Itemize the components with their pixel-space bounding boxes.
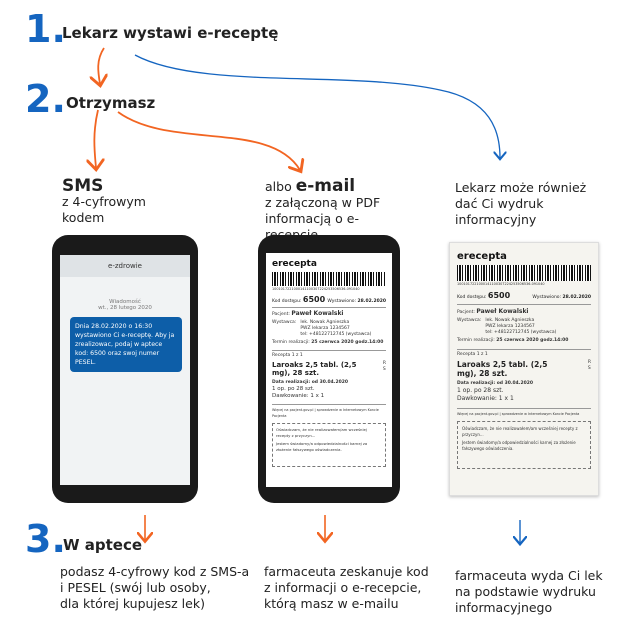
email-flag: R bbox=[382, 361, 386, 366]
email-screen: erecepta 1001017221000141100307224253506… bbox=[266, 253, 392, 487]
email-issuer-line: lek. Nowak Agnieszka bbox=[300, 320, 350, 325]
email-deadline: 25 czerwca 2020 godz.14:00 bbox=[311, 340, 384, 345]
print-issued-label: Wystawiono: bbox=[532, 295, 562, 300]
step1-label: Lekarz wystawi e-receptę bbox=[62, 24, 279, 42]
email-issuer-line: tel: +48122712745 (wystawca) bbox=[300, 332, 372, 337]
email-issued-label: Wystawiono: bbox=[327, 299, 357, 304]
print-flag: R bbox=[587, 360, 591, 365]
print-box-text: Oświadczam, że nie realizowałem/am wcześ… bbox=[462, 426, 578, 437]
print-dosage: Dawkowanie: 1 x 1 bbox=[457, 395, 514, 402]
email-title-prefix: albo bbox=[265, 179, 296, 194]
email-patient-name: Paweł Kowalski bbox=[291, 310, 344, 317]
print-flag: S bbox=[587, 366, 591, 371]
email-patient-label: Pacjent: bbox=[272, 312, 290, 317]
bottom-text-email: farmaceuta zeskanuje kod z informacji o … bbox=[264, 564, 434, 612]
sms-meta-date: wt., 28 lutego 2020 bbox=[98, 305, 152, 311]
print-realization: Data realizacji: od 30.04.2020 bbox=[457, 381, 534, 386]
print-drug: Laroaks 2,5 tabl. (2,5 mg), 28 szt. bbox=[457, 360, 548, 378]
bottom-email-line: którą masz w e-mailu bbox=[264, 596, 399, 611]
email-code-label: Kod dostępu: bbox=[272, 299, 302, 304]
sms-title-rest: z 4-cyfrowym kodem bbox=[62, 194, 146, 225]
print-deadline: 25 czerwca 2020 godz.14:00 bbox=[496, 338, 569, 343]
print-patient-name: Paweł Kowalski bbox=[476, 308, 529, 315]
sms-column-title: SMS z 4-cyfrowym kodem bbox=[62, 178, 192, 226]
print-footer-note: Więcej na pacjent.gov.pl | sprawdzenie w… bbox=[457, 412, 580, 416]
email-dosage: Dawkowanie: 1 x 1 bbox=[272, 393, 325, 399]
sms-phone: e-zdrowie Wiadomość wt., 28 lutego 2020 … bbox=[52, 235, 198, 503]
sms-message-bubble: Dnia 28.02.2020 o 16:30 wystawiono Ci e-… bbox=[70, 317, 182, 372]
email-footer-note: Więcej na pacjent.gov.pl | sprawdzenie w… bbox=[272, 408, 379, 418]
bottom-sms-line: dla której kupujesz lek) bbox=[60, 596, 205, 611]
sms-screen: e-zdrowie Wiadomość wt., 28 lutego 2020 … bbox=[60, 255, 190, 485]
email-drug: Laroaks 2,5 tabl. (2,5 mg), 28 szt. bbox=[272, 361, 357, 377]
email-deadline-label: Termin realizacji: bbox=[272, 340, 310, 345]
print-logo: erecepta bbox=[457, 251, 507, 262]
print-patient-label: Pacjent: bbox=[457, 310, 475, 315]
print-barcode bbox=[457, 265, 591, 281]
step3-label: W aptece bbox=[63, 536, 143, 554]
email-issued-date: 28.02.2020 bbox=[357, 299, 386, 304]
bottom-sms-line: podasz 4-cyfrowy kod z SMS-a bbox=[60, 564, 250, 579]
print-pack: 1 op. po 28 szt. bbox=[457, 387, 504, 394]
print-code-row: Kod dostępu: 6500 Wystawiono: 28.02.2020 bbox=[457, 291, 591, 300]
bottom-text-print: farmaceuta wyda Ci lek na podstawie wydr… bbox=[455, 568, 615, 616]
sms-meta-label: Wiadomość bbox=[109, 299, 141, 305]
printed-sheet: erecepta 1001017221000141100307224253506… bbox=[449, 242, 599, 496]
email-issuer-label: Wystawca: bbox=[272, 320, 297, 325]
email-box-text: Oświadczam, że nie realizowałem/am wcześ… bbox=[276, 427, 367, 438]
email-flag: S bbox=[382, 367, 386, 372]
sms-header: e-zdrowie bbox=[60, 255, 190, 277]
email-phone: erecepta 1001017221000141100307224253506… bbox=[258, 235, 400, 503]
bottom-sms-line: i PESEL (swój lub osoby, bbox=[60, 580, 211, 595]
arrow-step1-to-step2 bbox=[98, 47, 104, 84]
arrow-to-email bbox=[117, 111, 300, 170]
bottom-text-sms: podasz 4-cyfrowy kod z SMS-a i PESEL (sw… bbox=[60, 564, 250, 612]
print-issuer-line: tel: +48122712745 (wystawca) bbox=[485, 330, 557, 335]
bottom-email-line: farmaceuta zeskanuje kod bbox=[264, 564, 429, 579]
step2-label: Otrzymasz bbox=[66, 94, 156, 112]
bottom-email-line: z informacji o e-recepcie, bbox=[264, 580, 422, 595]
arrow-to-print bbox=[134, 54, 500, 158]
email-realization: Data realizacji: od 30.04.2020 bbox=[272, 380, 349, 385]
print-issuer-line: PWZ lekarza 1234567 bbox=[485, 324, 535, 329]
print-issued-date: 28.02.2020 bbox=[562, 295, 591, 300]
email-code: 6500 bbox=[302, 295, 326, 304]
print-code-label: Kod dostępu: bbox=[457, 295, 487, 300]
print-recipe-label: Recepta 1 z 1 bbox=[457, 352, 488, 357]
email-recipe-label: Recepta 1 z 1 bbox=[272, 353, 303, 358]
email-barcode bbox=[272, 272, 386, 286]
step3-number: 3. bbox=[25, 517, 66, 561]
email-title-bold: e-mail bbox=[295, 176, 356, 196]
bottom-print-line: na podstawie wydruku bbox=[455, 584, 596, 599]
email-box-text2: Jestem świadomy/a odpowiedzialności karn… bbox=[276, 441, 368, 452]
print-code: 6500 bbox=[487, 291, 511, 300]
arrow-to-sms bbox=[94, 109, 98, 168]
email-code-row: Kod dostępu: 6500 Wystawiono: 28.02.2020 bbox=[272, 295, 386, 304]
step2-number: 2. bbox=[25, 77, 66, 121]
email-barcode-number: 1001017221000141100307224253506536-09104… bbox=[272, 287, 360, 291]
email-column-title: albo e-mail z załączoną w PDF informacją… bbox=[265, 178, 415, 243]
bottom-print-line: informacyjnego bbox=[455, 600, 553, 615]
step1-number: 1. bbox=[25, 7, 66, 51]
print-barcode-number: 1001017221000141100307224253506536-09104… bbox=[457, 282, 545, 286]
print-issuer-line: lek. Nowak Agnieszka bbox=[485, 318, 535, 323]
email-issuer-line: PWZ lekarza 1234567 bbox=[300, 326, 350, 331]
print-deadline-label: Termin realizacji: bbox=[457, 338, 495, 343]
print-issuer-label: Wystawca: bbox=[457, 318, 482, 323]
email-logo: erecepta bbox=[272, 259, 317, 269]
sms-title-bold: SMS bbox=[62, 176, 104, 196]
print-box-text2: Jestem świadomy/a odpowiedzialności karn… bbox=[462, 440, 576, 451]
email-pack: 1 op. po 28 szt. bbox=[272, 386, 315, 392]
print-column-title: Lekarz może również dać Ci wydruk inform… bbox=[455, 180, 587, 227]
bottom-print-line: farmaceuta wyda Ci lek bbox=[455, 568, 603, 583]
